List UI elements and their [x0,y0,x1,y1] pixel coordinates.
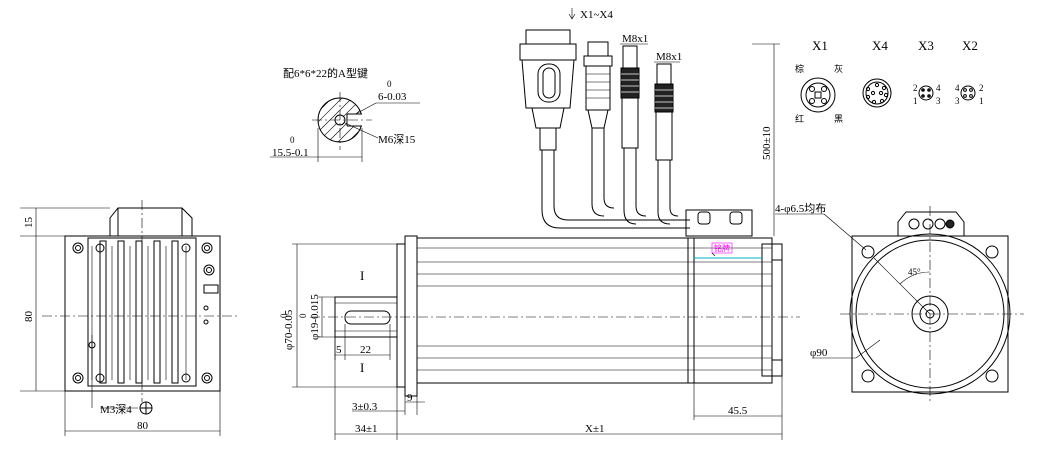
connector-label-x4: X4 [872,38,888,53]
body-diameter-dim: φ70-0.05 [283,309,295,350]
x3-pin-2: 2 [913,83,918,93]
rear-length-dim: 45.5 [728,405,748,417]
shaft-diameter-dim: φ19-0.015 [309,294,321,340]
body-length-dim: X±1 [585,423,604,435]
shaft-length-dim: 34±1 [355,423,378,435]
side-height-dim: 80 [23,311,35,323]
connector-pinouts: X1 X4 X3 X2 棕 灰 红 黑 [795,38,984,124]
connector-x4-face [862,78,892,108]
pcd-callout: φ90 [810,347,828,359]
main-view: 铭牌 I I 0 φ70-0.05 0 φ19-0.015 5 22 3±0.3 [279,235,800,440]
side-width-dim: 80 [137,420,149,432]
section-mark-bottom: I [360,360,364,375]
key-offset-dim: 5 [336,344,342,356]
cable-label-m8-2: M8x1 [656,51,682,63]
x2-pin-3: 3 [955,96,960,106]
connector-x2-face: 4 2 3 1 [955,83,984,106]
key-length-dim: 22 [360,344,371,356]
side-view: 15 80 M3深4 80 [20,200,238,436]
flange-offset-dim: 3±0.3 [352,401,378,413]
connector-x1-plug [519,29,577,151]
x1-pin-brown: 棕 [795,63,804,74]
holes-callout: 4-φ6.5均布 [775,202,826,215]
connector-x3-plug [620,45,640,149]
x3-pin-4: 4 [936,83,941,93]
x1-pin-gray: 灰 [834,63,843,74]
key-width-dimension: 6-0.03 [378,91,407,103]
connector-x4-plug [583,41,613,129]
section-mark-top: I [360,268,364,283]
side-top-offset-dim: 15 [23,217,35,229]
key-section-view: 配6*6*22的A型键 0 6-0.03 [270,66,420,162]
depth-dimension: 15.5-0.1 [272,147,309,159]
connector-callout: X1~X4 [580,9,613,21]
screw-callout: M3深4 [100,403,132,416]
x1-pin-red: 红 [795,113,804,124]
connector-x2-plug [654,63,674,161]
x2-pin-2: 2 [979,83,984,93]
cable-label-m8-1: M8x1 [622,33,648,45]
key-spec-title: 配6*6*22的A型键 [283,66,368,80]
depth-deviation: 0 [290,135,295,145]
connector-x1-face: 棕 灰 红 黑 [795,63,843,124]
flange-thickness-dim: 9 [407,392,413,404]
cable-length-dim: 500±10 [761,126,773,160]
front-view: 45° 4-φ6.5均布 φ90 [775,202,1024,404]
connector-label-x3: X3 [918,38,934,53]
x2-pin-4: 4 [955,83,960,93]
cable-assembly: X1~X4 M8x1 M8x1 [519,8,780,237]
shaft-diameter-deviation: 0 [298,313,308,318]
connector-label-x2: X2 [962,38,978,53]
connector-label-x1: X1 [812,38,828,53]
x1-pin-black: 黑 [834,114,843,124]
x3-pin-1: 1 [913,96,918,106]
x2-pin-1: 1 [979,96,984,106]
connector-x3-face: 2 4 1 3 [913,83,941,106]
x3-pin-3: 3 [936,96,941,106]
thread-callout: M6深15 [378,133,416,146]
key-width-deviation: 0 [387,79,392,89]
body-diameter-deviation: 0 [279,313,289,318]
angle-dim: 45° [908,267,921,277]
nameplate-tag: 铭牌 [714,243,730,253]
